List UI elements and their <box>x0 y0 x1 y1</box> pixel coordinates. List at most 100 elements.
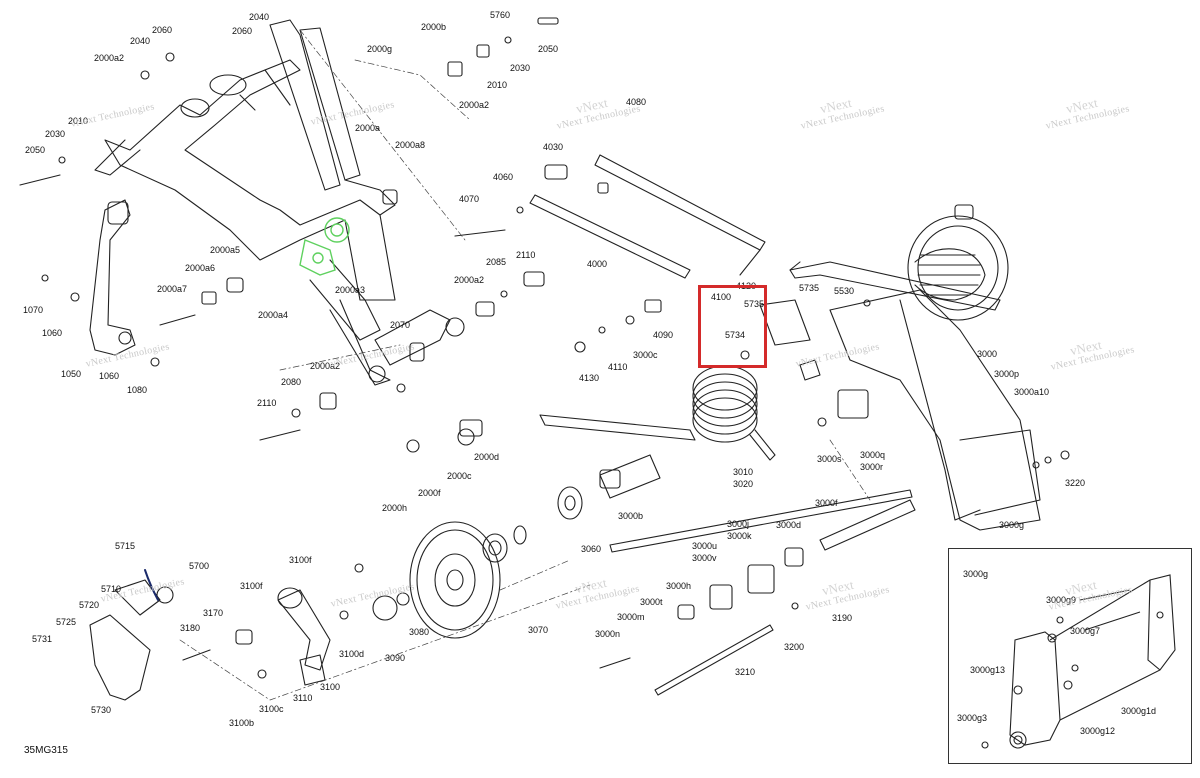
fasteners <box>19 17 1070 679</box>
part-label: 5730 <box>91 705 111 715</box>
part-label: 3000p <box>994 369 1019 379</box>
part-label: 3100f <box>289 555 312 565</box>
part-label: 2000b <box>421 22 446 32</box>
part-label: 3170 <box>203 608 223 618</box>
spring-mount-bracket <box>740 299 821 381</box>
part-label: 3000g12 <box>1080 726 1115 736</box>
part-label: 3000u <box>692 541 717 551</box>
part-label: 3000t <box>640 597 663 607</box>
idler-wheel <box>409 521 527 639</box>
part-label: 3110 <box>293 693 312 703</box>
part-label: 3000q <box>860 450 885 460</box>
part-label: 2000a4 <box>258 310 288 320</box>
idler-arm-left <box>89 199 136 356</box>
part-label: 3000g1d <box>1121 706 1156 716</box>
part-label: 3080 <box>409 627 429 637</box>
highlight-label: 5734 <box>725 330 746 340</box>
lower-arm-3100 <box>277 587 331 686</box>
part-label: 2040 <box>130 36 150 46</box>
part-label: 3000k <box>727 531 752 541</box>
part-label: 5731 <box>32 634 52 644</box>
part-label: 4080 <box>626 97 646 107</box>
part-label: 5760 <box>490 10 510 20</box>
part-label: 2040 <box>249 12 269 22</box>
part-label: 5530 <box>834 286 854 296</box>
part-label: 4090 <box>653 330 673 340</box>
part-label: 2000a6 <box>185 263 215 273</box>
part-label: 5735 <box>799 283 819 293</box>
part-label: 2000h <box>382 503 407 513</box>
sensor-bracket <box>89 569 174 701</box>
inset-frame: 3000g <box>948 548 1192 764</box>
part-label: 3210 <box>735 667 755 677</box>
inset-bracket-3000g <box>981 574 1176 749</box>
part-label: 3200 <box>784 642 804 652</box>
part-label: 2030 <box>510 63 530 73</box>
shaft-3000b <box>557 454 661 520</box>
part-label: 3000g7 <box>1070 626 1100 636</box>
part-label: 3000g3 <box>957 713 987 723</box>
part-label: 5715 <box>115 541 135 551</box>
part-label: 2010 <box>487 80 507 90</box>
part-label: 2000a <box>355 123 380 133</box>
part-label: 1050 <box>61 369 81 379</box>
leader-lines <box>179 29 871 701</box>
part-label: 3100f <box>240 581 263 591</box>
part-label: 2110 <box>257 398 276 408</box>
part-label: 2110 <box>516 250 535 260</box>
part-label: 2000a2 <box>454 275 484 285</box>
part-label: 3000v <box>692 553 717 563</box>
part-label: 3090 <box>385 653 405 663</box>
part-label: 2000f <box>418 488 441 498</box>
upper-a-arm <box>94 19 465 386</box>
part-label: 3000c <box>633 350 658 360</box>
part-label: 1080 <box>127 385 147 395</box>
part-label: 4130 <box>579 373 599 383</box>
part-label: 3060 <box>581 544 601 554</box>
diagram-id: 35MG315 <box>24 745 68 756</box>
part-label: 5725 <box>56 617 76 627</box>
part-label: 3070 <box>528 625 548 635</box>
part-label: 3100 <box>320 682 340 692</box>
part-label: 5700 <box>189 561 209 571</box>
part-label: 2000a2 <box>94 53 124 63</box>
part-label: 2060 <box>152 25 172 35</box>
part-label: 3000 <box>977 349 997 359</box>
part-label: 2000c <box>447 471 472 481</box>
part-label: 2070 <box>390 320 410 330</box>
part-label: 3000n <box>595 629 620 639</box>
part-label: 3100d <box>339 649 364 659</box>
part-label: 3100c <box>259 704 284 714</box>
part-label: 2000a3 <box>335 285 365 295</box>
part-label: 2000a8 <box>395 140 425 150</box>
part-label: 3100b <box>229 718 254 728</box>
part-label: 3000a10 <box>1014 387 1049 397</box>
part-label: 5720 <box>79 600 99 610</box>
part-label: 2000a2 <box>459 100 489 110</box>
torsion-spring <box>539 365 776 461</box>
part-label: 2030 <box>45 129 65 139</box>
part-label: 3000g9 <box>1046 595 1076 605</box>
tie-rods <box>529 154 916 696</box>
part-label: 3000b <box>618 511 643 521</box>
part-label: 3220 <box>1065 478 1085 488</box>
part-label: 3000d <box>776 520 801 530</box>
rear-frame <box>789 204 1041 531</box>
part-label: 3010 <box>733 467 753 477</box>
part-label: 2000d <box>474 452 499 462</box>
part-label: 2010 <box>68 116 88 126</box>
part-label: 2000a7 <box>157 284 187 294</box>
part-label: 1060 <box>99 371 119 381</box>
part-label: 2000a5 <box>210 245 240 255</box>
part-label: 4000 <box>587 259 607 269</box>
part-labels: 2040 2060 2000b 5760 2050 2000a2 2040 20… <box>23 10 1156 736</box>
part-label: 3190 <box>832 613 852 623</box>
part-label: 2050 <box>25 145 45 155</box>
part-label: 2000a2 <box>310 361 340 371</box>
part-label: 3000r <box>860 462 883 472</box>
part-label: 4060 <box>493 172 513 182</box>
part-label: 2080 <box>281 377 301 387</box>
highlight-box[interactable]: 5734 <box>698 285 767 368</box>
part-label: 3000g <box>999 520 1024 530</box>
